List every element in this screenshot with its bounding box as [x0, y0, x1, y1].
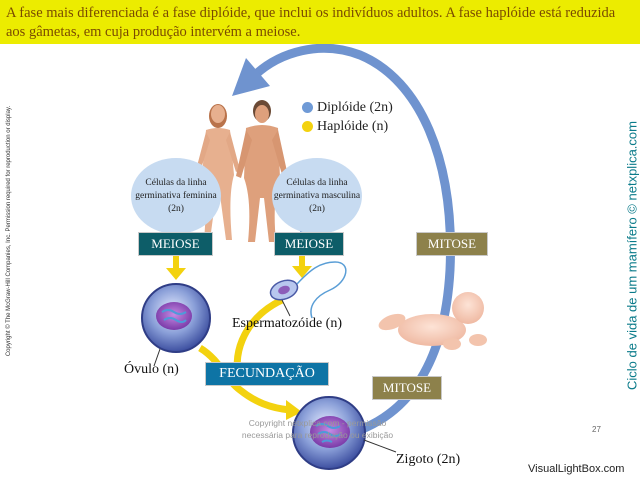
cycle-arrowhead	[232, 58, 270, 96]
legend-label-diploid: Diplóide (2n)	[317, 99, 393, 115]
legend-item-haploid: Haplóide (n)	[302, 117, 393, 136]
diploid-dot-icon	[302, 102, 313, 113]
adult-male-figure	[236, 100, 288, 242]
meiose-left-arrow-shaft	[173, 254, 179, 270]
legend-label-haploid: Haplóide (n)	[317, 118, 389, 134]
side-title: Ciclo de vida de um mamífero © netxplica…	[624, 121, 640, 390]
page-number: 27	[592, 425, 601, 434]
meiose-box-left: MEIOSE	[138, 232, 213, 256]
female-germline-label: Células da linha germinativa feminina (2…	[135, 177, 217, 214]
meiose-box-right: MEIOSE	[274, 232, 344, 256]
fecundacao-arrowhead	[286, 400, 302, 420]
meiose-right-arrow-shaft	[299, 254, 305, 268]
side-copyright: Copyright © The McGraw-Hill Companies, I…	[6, 105, 12, 357]
male-germline-bubble: Células da linha germinativa masculina (…	[272, 158, 362, 234]
meiose-left-arrowhead	[166, 268, 186, 280]
copyright-watermark: Copyright netxplica.com - permissão nece…	[225, 417, 410, 441]
zigoto-label: Zigoto (2n)	[396, 452, 461, 467]
header-banner: A fase mais diferenciada é a fase diplói…	[0, 0, 640, 44]
female-germline-bubble: Células da linha germinativa feminina (2…	[131, 158, 221, 234]
fecundacao-box: FECUNDAÇÃO	[205, 362, 329, 386]
legend: Diplóide (2n) Haplóide (n)	[302, 98, 393, 136]
baby-figure	[378, 292, 487, 350]
watermark-line-2: necessária para reprodução ou exibição	[241, 430, 394, 440]
mitose-box-top: MITOSE	[416, 232, 488, 256]
espermatozoide-cell	[269, 261, 347, 319]
haploid-dot-icon	[302, 121, 313, 132]
legend-item-diploid: Diplóide (2n)	[302, 98, 393, 117]
zigoto-pointer	[363, 439, 397, 453]
espermatozoide-label: Espermatozóide (n)	[232, 316, 343, 331]
ovulo-cell	[141, 283, 211, 353]
header-text: A fase mais diferenciada é a fase diplói…	[6, 5, 616, 40]
espermatozoide-pointer	[281, 299, 291, 317]
ovulo-pointer	[153, 348, 161, 367]
male-germline-label: Células da linha germinativa masculina (…	[273, 177, 361, 214]
egg-to-zygote-arrow	[198, 344, 291, 414]
mitose-box-bottom: MITOSE	[372, 376, 442, 400]
zigoto-cell	[292, 396, 366, 470]
watermark-line-1: Copyright netxplica.com - permissão	[248, 418, 387, 428]
ovulo-label: Óvulo (n)	[124, 362, 179, 377]
footer-brand: VisualLightBox.com	[528, 463, 625, 475]
meiose-right-arrowhead	[292, 266, 312, 278]
